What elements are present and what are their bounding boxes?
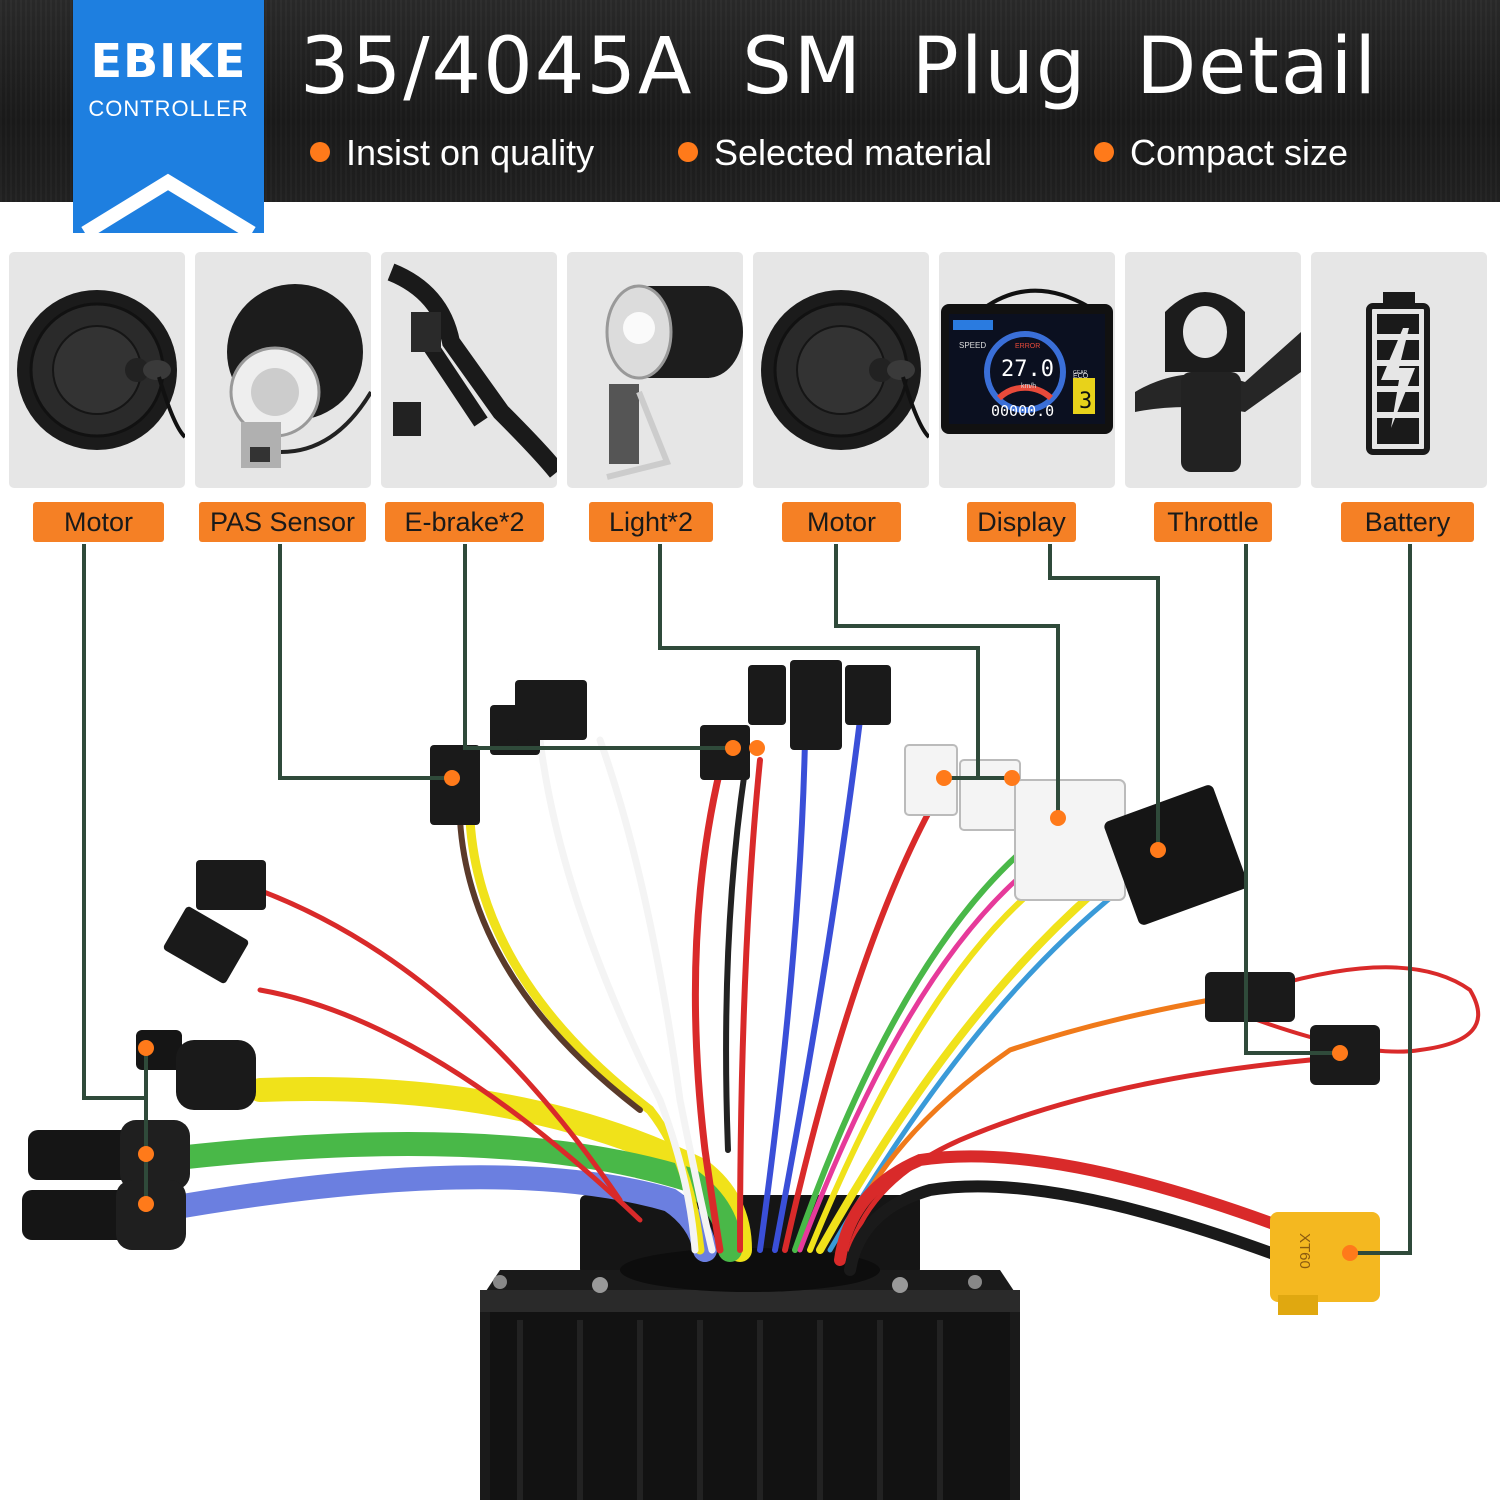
leader-pas-sensor: [278, 544, 452, 780]
hub-motor-icon: [761, 290, 929, 450]
tile-light: [567, 252, 743, 488]
tile-pas-sensor: [195, 252, 371, 488]
leader-throttle: [1244, 544, 1340, 1055]
connector-dot-icon: [138, 1146, 154, 1162]
label-display: Display: [967, 502, 1076, 542]
leader-light: [658, 544, 980, 778]
leader-motor-2: [834, 544, 1060, 818]
bullet-dot-icon: [1094, 142, 1114, 163]
display-eco-label: ECO: [1073, 373, 1089, 380]
tile-motor-1: [9, 252, 185, 488]
feature-quality: Insist on quality: [310, 132, 594, 174]
brand-name: EBIKE: [90, 34, 247, 88]
display-gear-label: GEAR: [1073, 370, 1088, 376]
thumb-throttle-icon: [1135, 292, 1301, 472]
connector-dot-icon: [749, 740, 765, 756]
connector-dot-icon: [1050, 810, 1066, 826]
xt60-mark: XT60: [1296, 1233, 1313, 1269]
leader-e-brake: [463, 544, 733, 750]
connector-dot-icon: [138, 1040, 154, 1056]
screw-icon: [892, 1277, 908, 1293]
display-speed-value: 27.0: [1001, 357, 1054, 382]
label-light: Light*2: [589, 502, 713, 542]
lcd-display-icon: SPEED ERROR 27.0 km/h ECO GEAR 3 00000.0: [941, 288, 1113, 434]
display-speed-label: SPEED: [959, 341, 986, 350]
connector-dot-icon: [1004, 770, 1020, 786]
label-battery: Battery: [1341, 502, 1474, 542]
brand-subtitle: CONTROLLER: [88, 96, 249, 121]
brake-lever-icon: [387, 263, 557, 478]
battery-icon: [1366, 292, 1430, 455]
feature-size: Compact size: [1094, 132, 1348, 174]
feature-material: Selected material: [678, 132, 992, 174]
label-e-brake: E-brake*2: [385, 502, 544, 542]
bullet-dot-icon: [310, 142, 330, 163]
tile-battery: [1311, 252, 1487, 488]
tile-throttle: [1125, 252, 1301, 488]
connector-dot-icon: [1342, 1245, 1358, 1261]
brand-logo: EBIKE CONTROLLER: [73, 0, 264, 233]
label-pas-sensor: PAS Sensor: [199, 502, 366, 542]
headlight-icon: [605, 284, 743, 480]
label-throttle: Throttle: [1154, 502, 1272, 542]
connector-dot-icon: [444, 770, 460, 786]
pas-sensor-icon: [227, 284, 371, 468]
tile-display: SPEED ERROR 27.0 km/h ECO GEAR 3 00000.0: [939, 252, 1115, 488]
leader-lines: [82, 544, 1412, 1255]
display-unit: km/h: [1021, 383, 1036, 390]
display-gear-value: 3: [1079, 389, 1092, 414]
chevron-up-icon: [81, 173, 256, 233]
connector-dot-icon: [1150, 842, 1166, 858]
connector-dot-icon: [725, 740, 741, 756]
connector-dot-icon: [1332, 1045, 1348, 1061]
hub-motor-icon: [17, 290, 185, 450]
leader-battery: [1350, 544, 1412, 1255]
label-motor-1: Motor: [33, 502, 164, 542]
leader-motor-1: [82, 544, 148, 1100]
bullet-dot-icon: [678, 142, 698, 163]
display-odometer: 00000.0: [991, 402, 1054, 420]
screw-icon: [493, 1275, 507, 1289]
label-motor-2: Motor: [782, 502, 901, 542]
tile-e-brake: [381, 252, 557, 488]
connector-dot-icon: [138, 1196, 154, 1212]
connector-housings: XT60: [22, 660, 1380, 1315]
screw-icon: [592, 1277, 608, 1293]
display-error-label: ERROR: [1015, 343, 1040, 350]
wire-bundle: [148, 717, 1481, 1276]
leader-display: [1048, 544, 1160, 850]
tile-motor-2: [753, 252, 929, 488]
screw-icon: [968, 1275, 982, 1289]
connection-points: [138, 740, 1358, 1261]
page-title: 35/4045A SM Plug Detail: [300, 22, 1379, 112]
connector-dot-icon: [936, 770, 952, 786]
xt60-connector: XT60: [1270, 1212, 1380, 1315]
